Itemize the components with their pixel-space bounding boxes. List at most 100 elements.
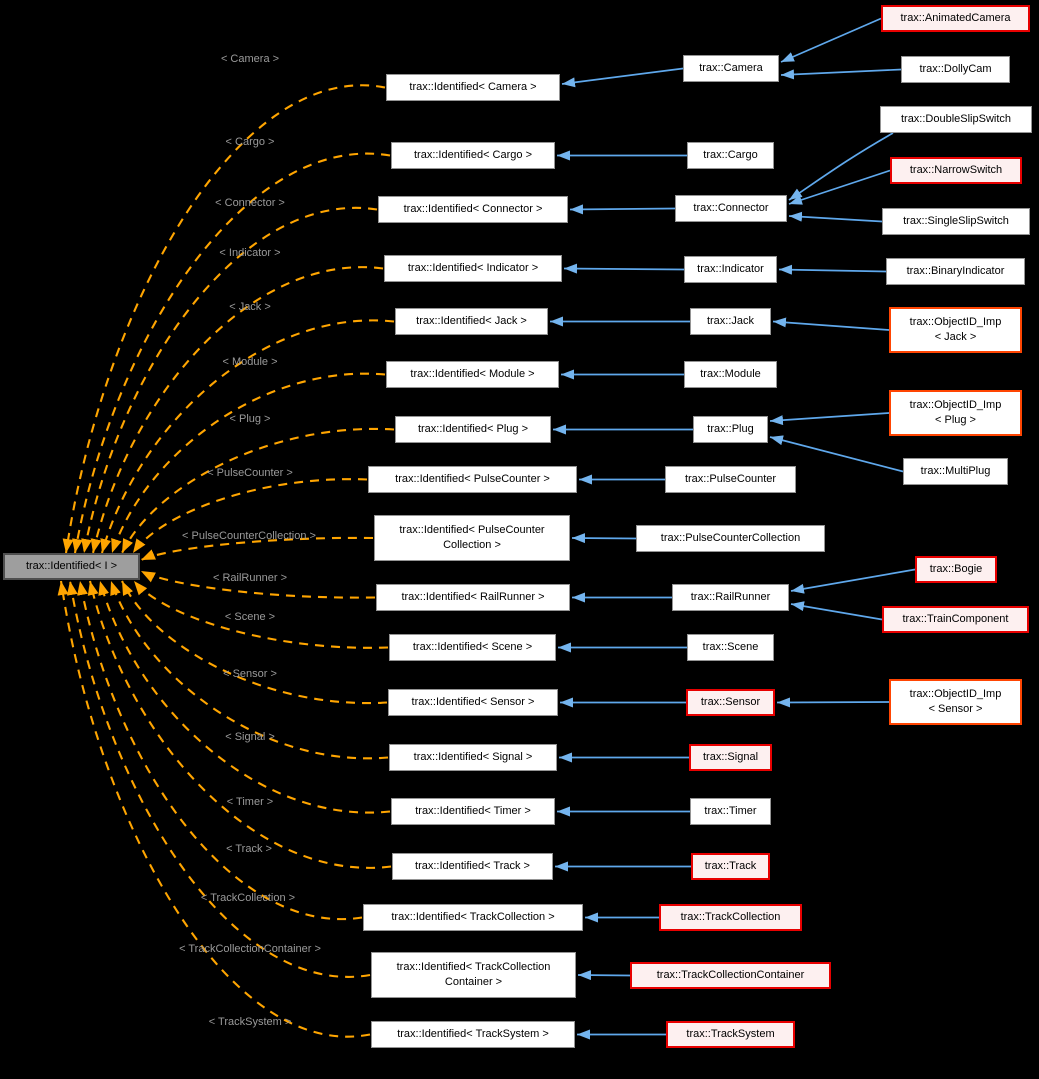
template-arg-label: < Jack > <box>229 301 271 313</box>
class-node-label: trax::Identified< Jack > <box>416 315 527 328</box>
template-arg-label: < Sensor > <box>223 668 277 680</box>
class-node-id_camera[interactable]: trax::Identified< Camera > <box>386 74 560 101</box>
inheritance-edge-camera-id_camera <box>561 67 684 88</box>
template-arg-label: < Connector > <box>215 197 285 209</box>
class-node-label: trax::NarrowSwitch <box>909 164 1003 177</box>
class-node-label: trax::Identified< TrackCollection > <box>391 911 555 924</box>
class-node-timer[interactable]: trax::Timer <box>690 798 771 825</box>
class-node-label: trax::TrackCollectionContainer <box>656 969 805 982</box>
class-node-indicator[interactable]: trax::Indicator <box>684 256 777 283</box>
class-node-pulsecounter[interactable]: trax::PulseCounter <box>665 466 796 493</box>
class-node-label: trax::Identified< RailRunner > <box>401 591 545 604</box>
template-edge-id_trackcollection <box>77 580 363 921</box>
template-edge-id_indicator <box>90 266 384 554</box>
class-node-id_pulsecounter[interactable]: trax::Identified< PulseCounter > <box>368 466 577 493</box>
template-edge-id_pulsecounter <box>132 478 368 554</box>
class-node-doubleslipswitch[interactable]: trax::DoubleSlipSwitch <box>880 106 1032 133</box>
class-node-label: trax::SingleSlipSwitch <box>903 215 1009 228</box>
class-node-camera[interactable]: trax::Camera <box>683 55 779 82</box>
class-node-label: trax::ObjectID_Imp <box>909 316 1002 329</box>
class-node-id_jack[interactable]: trax::Identified< Jack > <box>395 308 548 335</box>
class-node-pulsecountercollection[interactable]: trax::PulseCounterCollection <box>636 525 825 552</box>
class-node-connector[interactable]: trax::Connector <box>675 195 787 222</box>
class-node-sensor[interactable]: trax::Sensor <box>686 689 775 716</box>
inheritance-edge-objectid_imp_jack-jack <box>772 317 890 331</box>
class-node-objectid_imp_plug[interactable]: trax::ObjectID_Imp< Plug > <box>889 390 1022 436</box>
template-arg-label: < TrackCollectionContainer > <box>179 943 321 955</box>
class-node-label: trax::Identified< Signal > <box>413 751 533 764</box>
class-node-label: trax::Identified< Track > <box>415 860 530 873</box>
class-node-id_plug[interactable]: trax::Identified< Plug > <box>395 416 551 443</box>
class-node-id_tracksystem[interactable]: trax::Identified< TrackSystem > <box>371 1021 575 1048</box>
class-node-objectid_imp_sensor[interactable]: trax::ObjectID_Imp< Sensor > <box>889 679 1022 725</box>
class-node-label: < Sensor > <box>928 703 983 715</box>
template-arg-label: < Signal > <box>225 731 275 743</box>
class-node-trackcollection[interactable]: trax::TrackCollection <box>659 904 802 931</box>
class-node-trackcollectioncontainer[interactable]: trax::TrackCollectionContainer <box>630 962 831 989</box>
class-node-tracksystem[interactable]: trax::TrackSystem <box>666 1021 795 1048</box>
class-node-module[interactable]: trax::Module <box>684 361 777 388</box>
class-node-singleslipswitch[interactable]: trax::SingleSlipSwitch <box>882 208 1030 235</box>
class-node-label: trax::ObjectID_Imp <box>909 399 1002 412</box>
class-node-label: trax::Identified< I > <box>25 560 118 573</box>
class-node-plug[interactable]: trax::Plug <box>693 416 768 443</box>
inheritance-edge-singleslipswitch-connector <box>788 211 883 223</box>
class-node-jack[interactable]: trax::Jack <box>690 308 771 335</box>
template-arg-label: < TrackSystem > <box>208 1016 292 1028</box>
class-node-label: trax::Identified< Plug > <box>417 423 529 436</box>
class-node-id_sensor[interactable]: trax::Identified< Sensor > <box>388 689 558 716</box>
class-node-bogie[interactable]: trax::Bogie <box>915 556 997 583</box>
class-node-cargo[interactable]: trax::Cargo <box>687 142 774 169</box>
class-node-dollycam[interactable]: trax::DollyCam <box>901 56 1010 83</box>
class-node-label: trax::Module <box>700 368 761 381</box>
template-arg-label: < Plug > <box>229 413 271 425</box>
inheritance-edge-trackcollectioncontainer-id_trackcollectioncontainer <box>577 970 631 981</box>
class-node-id_timer[interactable]: trax::Identified< Timer > <box>391 798 555 825</box>
class-node-traincomponent[interactable]: trax::TrainComponent <box>882 606 1029 633</box>
class-node-id_signal[interactable]: trax::Identified< Signal > <box>389 744 557 771</box>
template-edge-id_camera <box>62 84 386 554</box>
class-node-label: trax::MultiPlug <box>920 465 991 478</box>
inheritance-edge-indicator-id_indicator <box>563 263 685 274</box>
class-node-label: trax::DollyCam <box>919 63 992 76</box>
inheritance-edge-pulsecountercollection-id_pulsecountercollection <box>571 533 637 544</box>
class-node-label: trax::Identified< Module > <box>410 368 535 381</box>
inheritance-edge-narrowswitch-connector <box>788 169 891 205</box>
class-node-id_scene[interactable]: trax::Identified< Scene > <box>389 634 556 661</box>
class-node-label: trax::Sensor <box>700 696 761 709</box>
class-node-id_module[interactable]: trax::Identified< Module > <box>386 361 559 388</box>
class-node-animatedcamera[interactable]: trax::AnimatedCamera <box>881 5 1030 32</box>
class-node-label: trax::Identified< Cargo > <box>413 149 532 162</box>
class-node-label: trax::Identified< Scene > <box>412 641 533 654</box>
class-node-label: trax::TrackSystem <box>686 1028 775 1041</box>
template-arg-label: < Cargo > <box>225 136 275 148</box>
class-node-track[interactable]: trax::Track <box>691 853 770 880</box>
class-node-id_trackcollection[interactable]: trax::Identified< TrackCollection > <box>363 904 583 931</box>
class-node-label: trax::Indicator <box>697 263 764 276</box>
class-node-narrowswitch[interactable]: trax::NarrowSwitch <box>890 157 1022 184</box>
class-node-objectid_imp_jack[interactable]: trax::ObjectID_Imp< Jack > <box>889 307 1022 353</box>
template-edge-id_scene <box>133 580 389 649</box>
template-edge-id_trackcollectioncontainer <box>66 580 371 978</box>
template-edge-id_module <box>111 372 386 554</box>
class-node-id_indicator[interactable]: trax::Identified< Indicator > <box>384 255 562 282</box>
template-arg-label: < Track > <box>226 843 272 855</box>
class-node-label: trax::Camera <box>699 62 763 75</box>
class-node-id_connector[interactable]: trax::Identified< Connector > <box>378 196 568 223</box>
class-node-signal[interactable]: trax::Signal <box>689 744 772 771</box>
class-node-id_cargo[interactable]: trax::Identified< Cargo > <box>391 142 555 169</box>
class-node-label: trax::Identified< Connector > <box>403 203 543 216</box>
class-node-scene[interactable]: trax::Scene <box>687 634 774 661</box>
class-node-label: trax::AnimatedCamera <box>900 12 1011 25</box>
class-node-id_railrunner[interactable]: trax::Identified< RailRunner > <box>376 584 570 611</box>
class-node-multiplug[interactable]: trax::MultiPlug <box>903 458 1008 485</box>
class-node-id_track[interactable]: trax::Identified< Track > <box>392 853 553 880</box>
class-node-label: trax::Scene <box>702 641 759 654</box>
class-node-binaryindicator[interactable]: trax::BinaryIndicator <box>886 258 1025 285</box>
class-node-railrunner[interactable]: trax::RailRunner <box>672 584 789 611</box>
inheritance-edge-binaryindicator-indicator <box>778 264 887 275</box>
template-edge-id_tracksystem <box>57 580 371 1038</box>
